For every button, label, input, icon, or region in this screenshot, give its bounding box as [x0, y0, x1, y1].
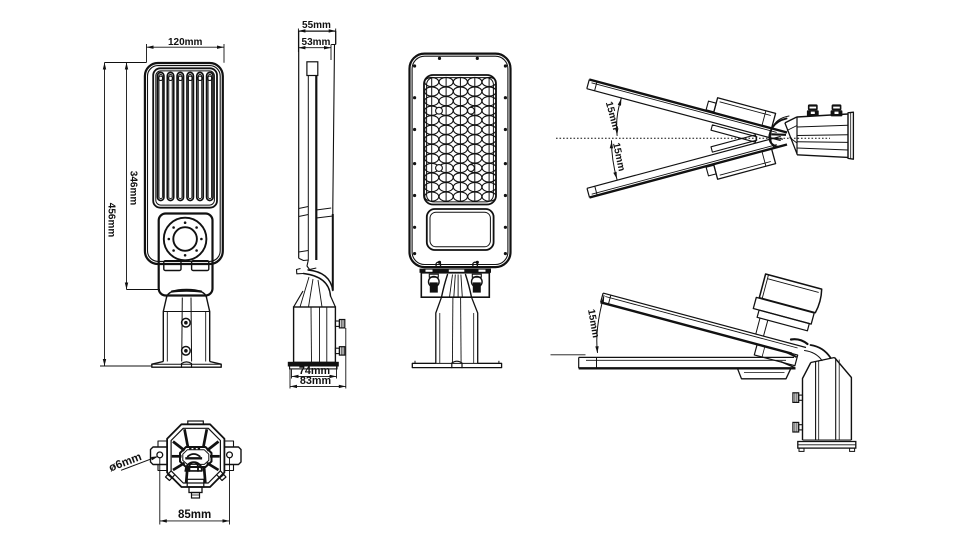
- svg-text:74mm: 74mm: [299, 365, 330, 377]
- svg-text:15mm: 15mm: [585, 308, 601, 338]
- svg-text:53mm: 53mm: [302, 37, 331, 48]
- svg-text:85mm: 85mm: [178, 509, 211, 521]
- svg-text:83mm: 83mm: [300, 375, 331, 387]
- svg-text:55mm: 55mm: [302, 20, 331, 31]
- svg-text:346mm: 346mm: [128, 171, 139, 206]
- svg-text:456mm: 456mm: [106, 203, 117, 238]
- svg-text:120mm: 120mm: [168, 37, 203, 48]
